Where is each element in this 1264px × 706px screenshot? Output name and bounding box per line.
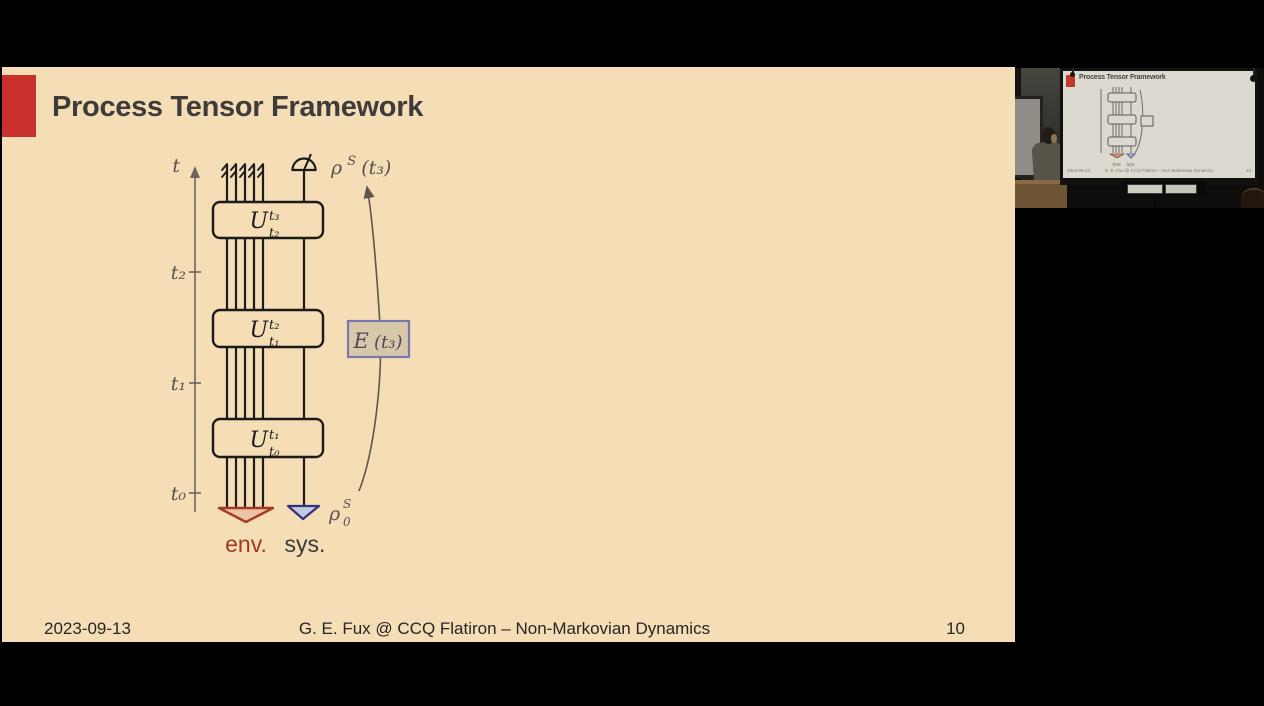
footer-page-number: 10 (946, 619, 965, 638)
env-label: env. (225, 531, 267, 557)
state-final-sup: S (347, 154, 356, 169)
mini-slide-footer: 2023-09-13 G. E. Fux @ CCQ Flatiron – No… (1067, 168, 1251, 173)
soundbar-display-left (1127, 184, 1163, 194)
mini-footer-author: G. E. Fux @ CCQ Flatiron – Non-Markovian… (1104, 168, 1214, 173)
tick-label-t1: t₁ (171, 373, 186, 395)
env-wire-arrow-barbs (221, 163, 264, 178)
mini-slide-accent-square (1066, 75, 1075, 87)
mini-footer-page: 10 (1245, 168, 1251, 173)
env-state-triangle (217, 506, 275, 524)
svg-text:S: S (343, 497, 351, 511)
svg-text:t₂: t₂ (269, 318, 279, 333)
slide-footer: 2023-09-13 G. E. Fux @ CCQ Flatiron – No… (44, 619, 965, 639)
svg-text:0: 0 (343, 515, 351, 529)
mini-footer-date: 2023-09-13 (1067, 168, 1091, 173)
time-axis (189, 171, 201, 512)
time-axis-label: t (172, 155, 180, 177)
page-title: Process Tensor Framework (52, 91, 424, 123)
sys-label: sys. (285, 531, 326, 557)
footer-author: G. E. Fux @ CCQ Flatiron – Non-Markovian… (298, 619, 711, 638)
mini-slide-title: Process Tensor Framework (1079, 74, 1166, 81)
svg-text:U: U (249, 318, 269, 343)
tick-label-t2: t₂ (171, 262, 186, 284)
map-box-label: E (t₃) (353, 329, 403, 353)
measurement-needle (303, 153, 312, 171)
svg-text:t₃: t₃ (269, 209, 279, 224)
presentation-slide: Process Tensor Framework t t₂ t₁ t₀ (2, 67, 1015, 642)
time-axis-arrowhead (190, 166, 200, 178)
state-final-base: ρ (330, 157, 343, 179)
map-label-arg: (t₃) (374, 332, 403, 353)
svg-text:U: U (249, 209, 269, 234)
video-soundbar (1121, 181, 1207, 196)
hanging-mic-cable-right (1253, 68, 1255, 76)
state-final-arg: (t₃) (361, 157, 391, 179)
hanging-mic-right (1250, 75, 1257, 82)
audience-member-head (1241, 188, 1264, 208)
projected-slide: Process Tensor Framework (1063, 71, 1255, 178)
mini-process-tensor-diagram: env. sys. (1100, 87, 1154, 168)
svg-text:ρ: ρ (328, 503, 341, 525)
sys-state-triangle (286, 504, 321, 521)
map-box (346, 319, 411, 359)
speaker-face (1051, 134, 1057, 143)
projection-screen: Process Tensor Framework (1060, 68, 1258, 185)
process-tensor-diagram: t t₂ t₁ t₀ U t₃ (171, 150, 411, 557)
hanging-mic-left (1070, 72, 1075, 77)
unitary-boxes (211, 200, 325, 459)
svg-text:U: U (249, 428, 269, 453)
footer-date: 2023-09-13 (44, 619, 131, 638)
soundbar-display-right (1165, 184, 1197, 194)
room-camera-view: Process Tensor Framework (1015, 68, 1264, 208)
screen-stand (1154, 196, 1157, 208)
unitary-box-labels: U t₃ t₂ U t₂ t₁ U t₁ t₀ (249, 209, 280, 460)
map-label-base: E (353, 329, 369, 353)
svg-text:t₂: t₂ (269, 226, 279, 241)
hanging-mic-cable-left (1072, 68, 1074, 74)
svg-text:t₁: t₁ (269, 335, 279, 350)
svg-text:t₁: t₁ (269, 428, 279, 443)
mini-env-label: env. (1112, 162, 1121, 168)
slide-accent-square (2, 75, 36, 137)
state-initial-label: ρ S 0 (328, 497, 351, 529)
measurement-icon (291, 157, 317, 172)
tick-label-t0: t₀ (171, 483, 187, 505)
state-final-label: ρ S (t₃) (330, 150, 391, 179)
mini-sys-label: sys. (1127, 162, 1136, 168)
svg-text:t₀: t₀ (269, 445, 280, 460)
podium (1015, 180, 1067, 208)
